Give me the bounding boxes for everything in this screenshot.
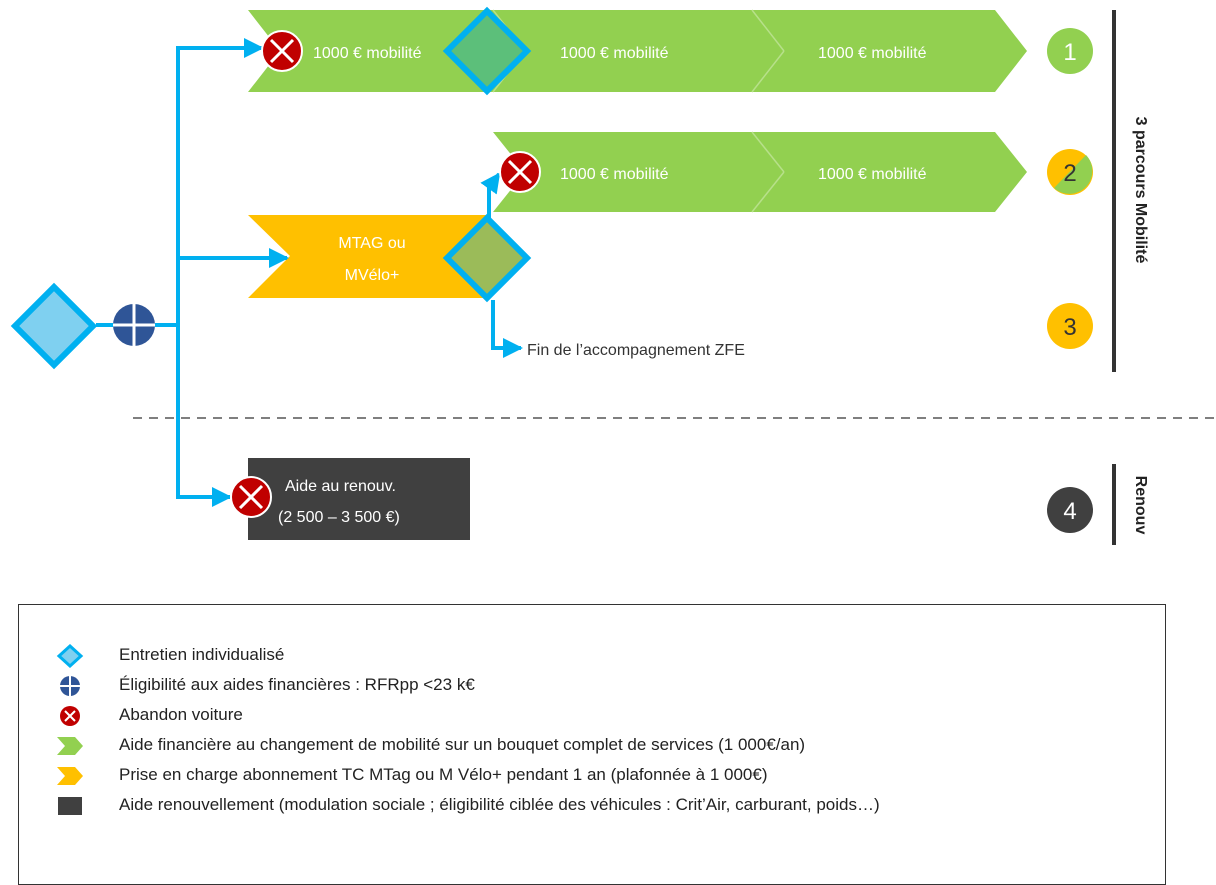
abandon-icon-row1 — [261, 30, 303, 72]
path1-chevrons: 1000 € mobilité 1000 € mobilité 1000 € m… — [248, 9, 1027, 93]
legend-text: Aide renouvellement (modulation sociale … — [119, 795, 880, 814]
abandon-icon-row2 — [499, 151, 541, 193]
path3-box-line2: MVélo+ — [345, 267, 400, 284]
number-circle-4: 4 — [1047, 487, 1093, 533]
number-circle-2: 2 — [1047, 149, 1093, 195]
end-accompaniment-label: Fin de l’accompagnement ZFE — [527, 342, 745, 359]
green-chevron-icon — [57, 737, 83, 755]
yellow-chevron-icon — [57, 767, 83, 785]
side-label-renouv: Renouv — [1132, 476, 1149, 535]
path1-chevron-1 — [248, 10, 525, 92]
path1-chevron-3 — [752, 10, 1027, 92]
path3-box-line1: MTAG ou — [338, 235, 405, 252]
path2-chevrons: 1000 € mobilité 1000 € mobilité — [493, 131, 1027, 213]
number-1: 1 — [1063, 39, 1076, 66]
diagram: 1000 € mobilité 1000 € mobilité 1000 € m… — [10, 6, 1216, 545]
number-circle-3: 3 — [1047, 303, 1093, 349]
path1-diamond-icon — [442, 6, 532, 96]
path2-step-2-label: 1000 € mobilité — [818, 166, 927, 183]
crosshair-circle-icon — [60, 676, 80, 696]
legend-text: Prise en charge abonnement TC MTag ou M … — [119, 765, 768, 784]
path2-step-1-label: 1000 € mobilité — [560, 166, 669, 183]
legend-text: Aide financière au changement de mobilit… — [119, 735, 806, 754]
path3-yellow-chevron — [248, 215, 490, 298]
path1-step-2-label: 1000 € mobilité — [560, 45, 669, 62]
side-label-mobilite: 3 parcours Mobilité — [1132, 117, 1149, 264]
abandon-icon-row4 — [230, 476, 272, 518]
eligibility-icon — [113, 304, 155, 346]
path4-box-line1: Aide au renouv. — [285, 478, 396, 495]
start-diamond-icon — [10, 282, 98, 370]
dark-square-icon — [58, 797, 82, 815]
diamond-icon — [56, 644, 84, 668]
path3-diamond-icon — [442, 213, 532, 303]
path4-box-line2: (2 500 – 3 500 €) — [278, 509, 400, 526]
legend-text: Éligibilité aux aides financières : RFRp… — [119, 675, 475, 694]
number-2: 2 — [1063, 160, 1076, 187]
number-3: 3 — [1063, 314, 1076, 341]
legend-text: Entretien individualisé — [119, 645, 285, 664]
path2-chevron-1 — [493, 132, 784, 212]
legend-text: Abandon voiture — [119, 705, 243, 724]
legend: Entretien individualisé Éligibilité aux … — [18, 604, 1166, 885]
path1-step-1-label: 1000 € mobilité — [313, 45, 422, 62]
number-4: 4 — [1063, 498, 1076, 525]
path2-chevron-2 — [752, 132, 1027, 212]
x-circle-icon — [60, 706, 80, 726]
path4-dark-box — [248, 458, 470, 540]
path1-chevron-2 — [493, 10, 784, 92]
path1-step-3-label: 1000 € mobilité — [818, 45, 927, 62]
number-circle-1: 1 — [1047, 28, 1093, 74]
